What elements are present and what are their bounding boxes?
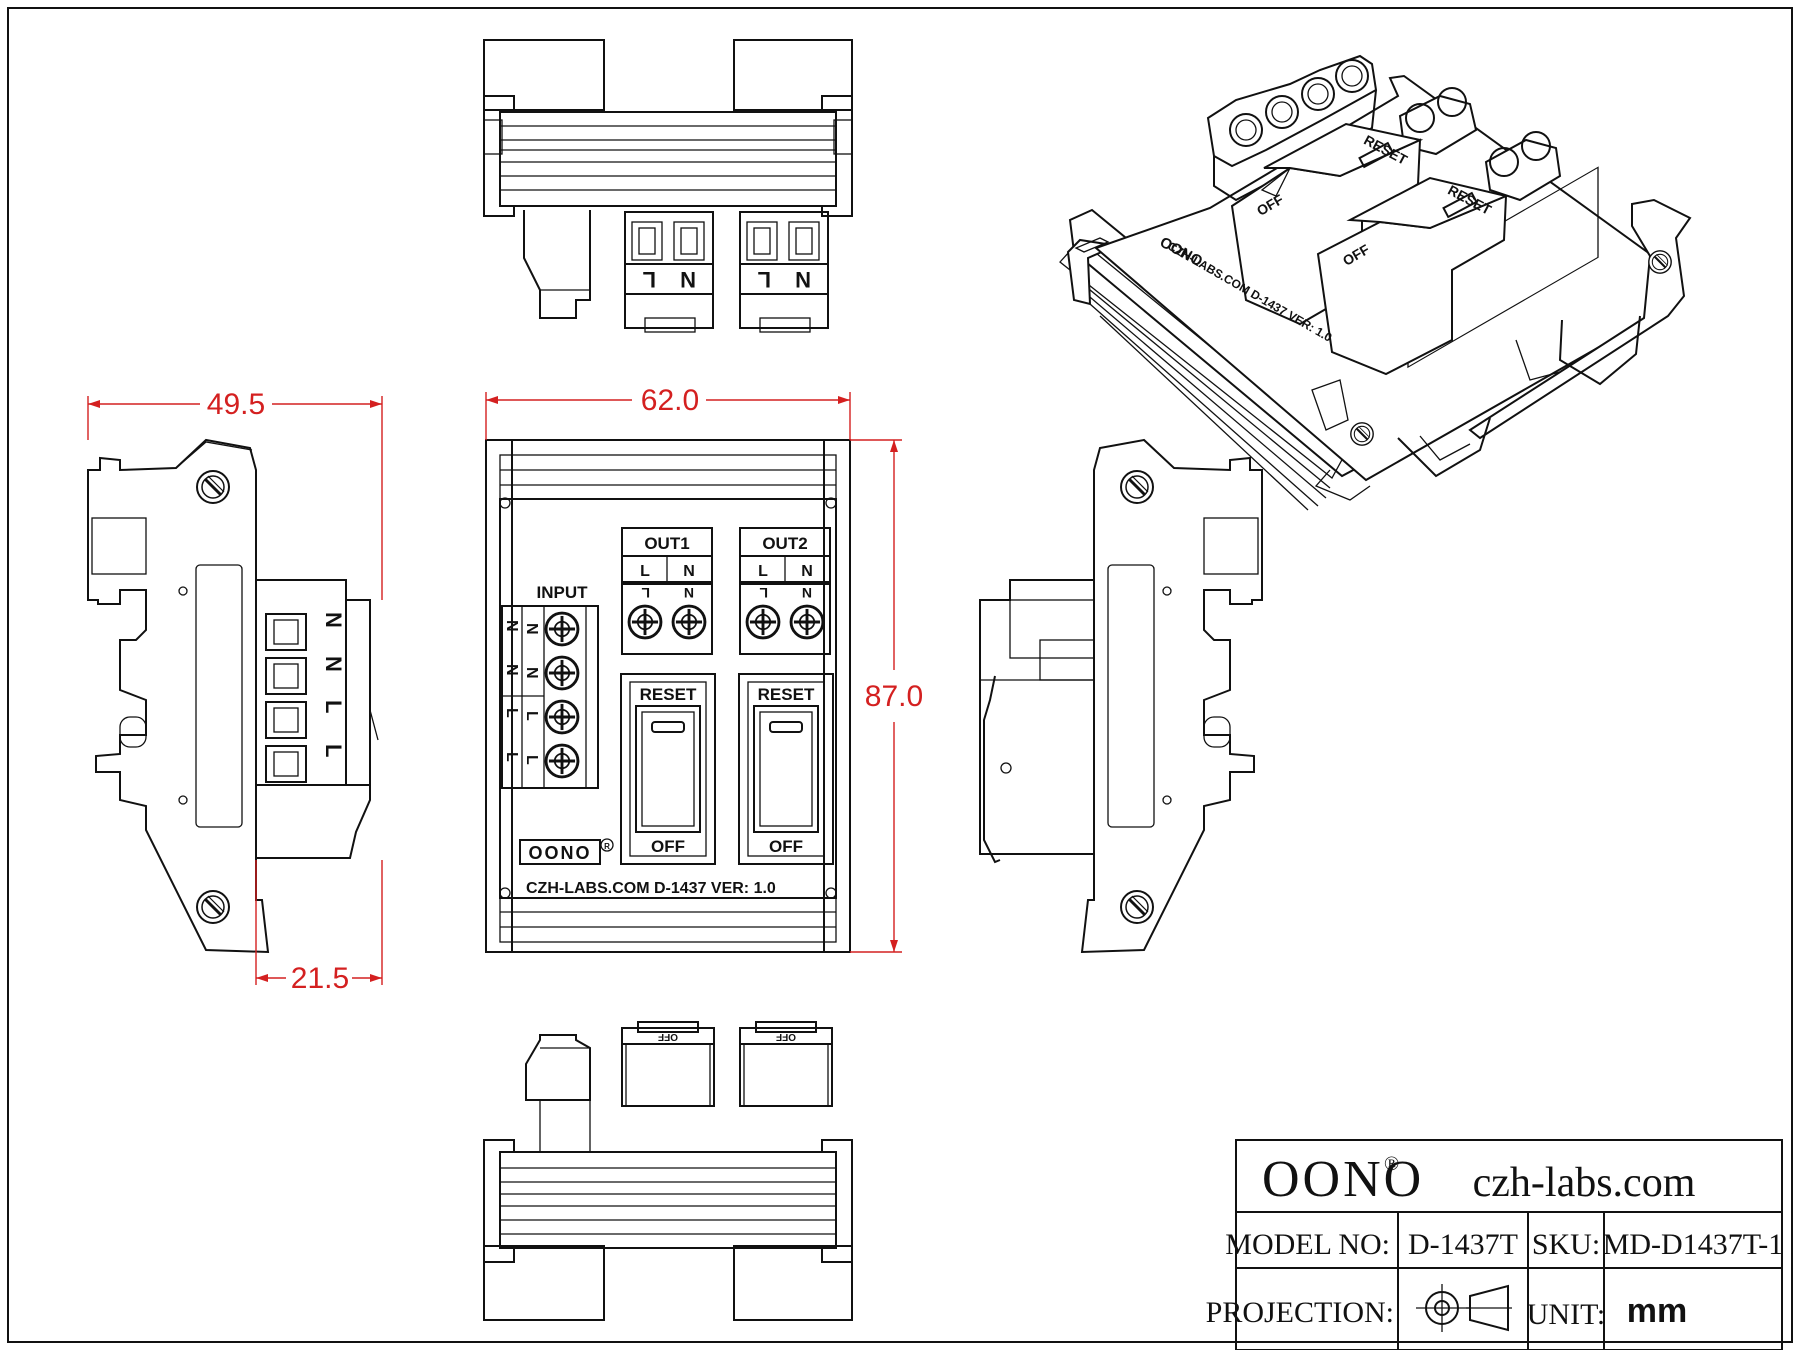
- depth-dim: 49.5: [207, 388, 265, 421]
- svg-text:N: N: [523, 667, 540, 679]
- svg-text:N: N: [680, 267, 696, 292]
- drawing-border: [7, 7, 1793, 1343]
- registered-mark: ®: [1384, 1153, 1399, 1175]
- reset-label-2: RESET: [758, 685, 815, 704]
- model-label: MODEL NO:: [1225, 1228, 1390, 1261]
- reset-label-1: RESET: [640, 685, 697, 704]
- svg-text:L: L: [643, 267, 656, 292]
- panel-logo: OONO: [528, 843, 591, 863]
- svg-text:N: N: [802, 585, 812, 601]
- panel-footer: CZH-LABS.COM D-1437 VER: 1.0: [526, 880, 776, 897]
- sku-label: SKU:: [1532, 1228, 1600, 1261]
- out1-terminal-l: L: [640, 563, 650, 580]
- model-value: D-1437T: [1408, 1228, 1518, 1261]
- unit-label: UNIT:: [1527, 1298, 1606, 1331]
- svg-text:L: L: [321, 744, 346, 757]
- title-website: czh-labs.com: [1473, 1160, 1696, 1206]
- input-label: INPUT: [537, 583, 589, 602]
- input-terminal-3: L: [503, 708, 520, 718]
- width-dim: 62.0: [641, 384, 699, 417]
- unit-value: mm: [1627, 1292, 1687, 1330]
- svg-text:L: L: [758, 267, 771, 292]
- top-view: L N L N: [483, 39, 853, 333]
- svg-text:N: N: [321, 656, 346, 672]
- out2-label: OUT2: [762, 534, 807, 553]
- projection-symbol-icon: [1416, 1284, 1512, 1332]
- front-view: INPUT N N L L N N L L OUT1 L N L N OUT2: [485, 439, 851, 953]
- svg-text:N: N: [523, 623, 540, 635]
- out2-terminal-n: N: [801, 563, 813, 580]
- right-side-view: [979, 438, 1263, 954]
- input-terminal-2: N: [503, 664, 520, 676]
- svg-text:L: L: [759, 585, 768, 601]
- svg-text:N: N: [795, 267, 811, 292]
- svg-text:OFF: OFF: [776, 1031, 796, 1042]
- svg-text:R: R: [604, 842, 610, 851]
- dimensions: 49.5 62.0 87.0 21.5: [87, 384, 923, 995]
- svg-text:OFF: OFF: [658, 1031, 678, 1042]
- svg-text:N: N: [321, 612, 346, 628]
- svg-text:N: N: [684, 585, 694, 601]
- title-block: OONO ® czh-labs.com MODEL NO: D-1437T SK…: [1206, 1139, 1784, 1350]
- out2-terminal-l: L: [758, 563, 768, 580]
- isometric-view: RESET OFF RESET OFF OONO CZH-LABS.COM D-…: [1059, 54, 1692, 511]
- svg-text:L: L: [641, 585, 650, 601]
- off-label-1: OFF: [651, 837, 685, 856]
- input-terminal-4: L: [503, 752, 520, 762]
- projection-label: PROJECTION:: [1206, 1296, 1394, 1329]
- title-brand: OONO: [1262, 1151, 1424, 1208]
- height-dim: 87.0: [865, 680, 923, 713]
- out1-label: OUT1: [644, 534, 689, 553]
- off-label-2: OFF: [769, 837, 803, 856]
- svg-text:L: L: [321, 700, 346, 713]
- out1-terminal-n: N: [683, 563, 695, 580]
- bottom-view: OFF OFF: [483, 1021, 853, 1321]
- sku-value: MD-D1437T-1: [1603, 1228, 1784, 1261]
- svg-text:L: L: [523, 711, 540, 721]
- input-terminal-1: N: [503, 620, 520, 632]
- svg-text:L: L: [523, 755, 540, 765]
- left-side-view: N N L L: [87, 438, 379, 954]
- rail-offset-dim: 21.5: [291, 962, 349, 995]
